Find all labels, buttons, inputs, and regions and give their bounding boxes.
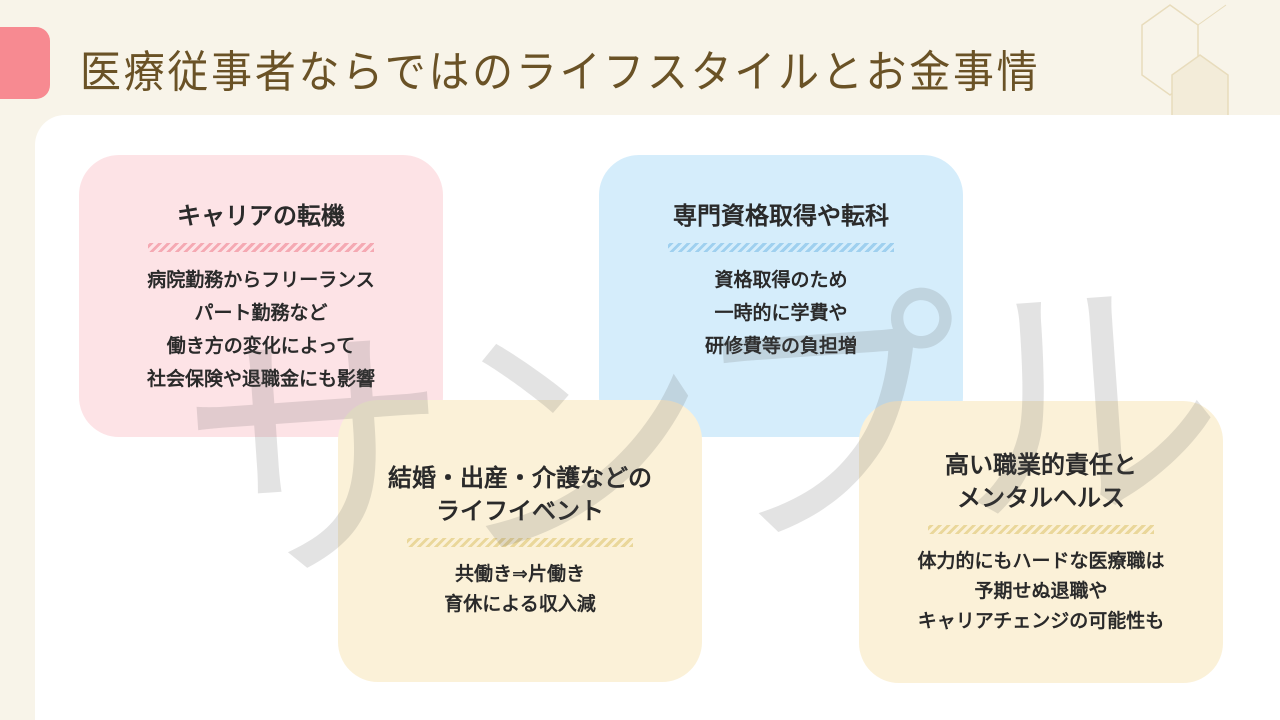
card-line: 一時的に学費や [714,302,848,324]
card-line: 予期せぬ退職や [974,580,1108,602]
card-line: キャリアチェンジの可能性も [917,610,1165,632]
stripe-divider [148,243,374,252]
card-life-events: 結婚・出産・介護などの ライフイベント 共働き⇒片働き 育休による収入減 [338,400,702,682]
accent-tab [0,27,50,99]
card-title: 結婚・出産・介護などの [388,464,652,492]
card-line: 働き方の変化によって [166,335,356,357]
card-title: 高い職業的責任と [945,451,1137,479]
card-line: 資格取得のため [714,269,848,291]
card-career: キャリアの転機 病院勤務からフリーランス パート勤務など 働き方の変化によって … [79,155,443,437]
stripe-divider [668,243,894,252]
page-title: 医療従事者ならではのライフスタイルとお金事情 [80,47,1041,98]
stripe-divider [407,538,633,547]
hexagon-decoration-icon [1141,4,1229,115]
card-mental-health: 高い職業的責任と メンタルヘルス 体力的にもハードな医療職は 予期せぬ退職や キ… [859,401,1223,683]
card-title: キャリアの転機 [177,202,345,230]
card-line: 社会保険や退職金にも影響 [146,368,375,390]
card-line: 共働き⇒片働き [455,563,585,585]
card-title: 専門資格取得や転科 [673,202,889,230]
card-line: 育休による収入減 [444,593,596,615]
card-line: 体力的にもハードな医療職は [917,550,1165,572]
card-title: ライフイベント [436,497,604,525]
card-line: パート勤務など [194,302,328,324]
card-title: メンタルヘルス [957,484,1125,512]
card-line: 病院勤務からフリーランス [147,269,375,291]
card-line: 研修費等の負担増 [704,335,857,357]
card-qualification: 専門資格取得や転科 資格取得のため 一時的に学費や 研修費等の負担増 [599,155,963,437]
stripe-divider [928,525,1154,534]
